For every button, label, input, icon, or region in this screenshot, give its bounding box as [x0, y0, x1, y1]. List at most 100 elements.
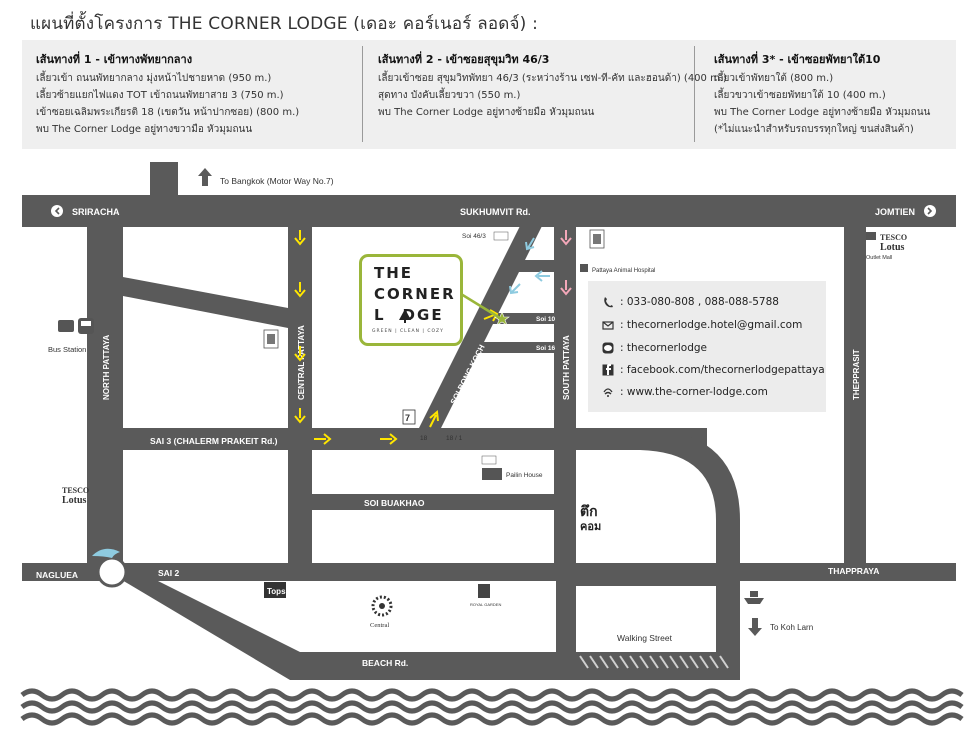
- jomtien-label: JOMTIEN: [875, 207, 915, 217]
- web-icon: [602, 386, 614, 398]
- contact-line[interactable]: : thecornerlodge: [620, 342, 707, 354]
- route-3-line: เลี้ยวเข้าพัทยาใต้ (800 m.): [714, 73, 834, 84]
- south-pattaya-road: [554, 225, 576, 567]
- walking-street-hatch: [576, 652, 740, 672]
- route-3-line: พบ The Corner Lodge อยู่ทางซ้ายมือ หัวมุ…: [714, 107, 931, 118]
- contact-web[interactable]: : www.the-corner-lodge.com: [620, 386, 768, 398]
- soi-46-3-label: Soi 46/3: [462, 233, 486, 240]
- thappraya-label: THAPPRAYA: [828, 566, 879, 576]
- facebook-icon: [602, 364, 614, 376]
- soi-bongkoch-road: [418, 226, 542, 430]
- thepprasit-label: THEPPRASIT: [852, 349, 861, 400]
- route-divider: [694, 46, 695, 142]
- walking-street-label: Walking Street: [617, 633, 673, 643]
- tukcom-line2: คอม: [580, 520, 601, 533]
- pailin-house-icon: [482, 468, 502, 480]
- boat-icon: [744, 591, 764, 604]
- route-1-line: เลี้ยวซ้ายแยกไฟแดง TOT เข้าถนนพัทยาสาย 3…: [36, 90, 284, 101]
- soi-buakhao-label: SOI BUAKHAO: [364, 498, 425, 508]
- sai3-curve-road: [576, 428, 740, 567]
- contact-web-row: : www.the-corner-lodge.com: [602, 383, 768, 401]
- sai2-road: [22, 563, 956, 581]
- sai3-label: SAI 3 (CHALERM PRAKEIT Rd.): [150, 436, 278, 446]
- contact-email[interactable]: : thecornerlodge.hotel@gmail.com: [620, 319, 803, 331]
- lotus-text: Lotus: [880, 242, 905, 253]
- phone-icon: [602, 296, 614, 308]
- tesco-lotus-logo: TESCO Lotus TESCO Lotus: [62, 232, 907, 506]
- north-pattaya-road: [87, 225, 123, 567]
- page-title: แผนที่ตั้งโครงการ THE CORNER LODGE (เดอะ…: [30, 14, 539, 34]
- north-pattaya-label: NORTH PATTAYA: [102, 335, 111, 400]
- soi-18-1-label: 18 / 1: [446, 435, 463, 442]
- walking-street-top: [576, 578, 740, 586]
- route-2-line: เลี้ยวเข้าซอย สุขุมวิทพัทยา 46/3 (ระหว่า…: [378, 73, 727, 84]
- route-3-line: (*ไม่แนะนำสำหรับรถบรรทุกใหญ่ ขนส่งสินค้า…: [714, 124, 914, 135]
- to-koh-larn-label: To Koh Larn: [770, 623, 813, 632]
- soi-10-road: [490, 313, 556, 324]
- tukcom-logo: ตึก คอม: [580, 503, 601, 533]
- down-arrow-icon: [748, 618, 762, 636]
- contact-facebook[interactable]: : facebook.com/thecornerlodgepattaya: [620, 364, 825, 376]
- lotus-text: Lotus: [62, 495, 87, 506]
- route-3-heading: เส้นทางที่ 3* - เข้าซอยพัทยาใต้10: [714, 53, 881, 66]
- sai2-label: SAI 2: [158, 568, 180, 578]
- sukhumvit-label: SUKHUMVIT Rd.: [460, 207, 531, 217]
- thepprasit-road: [844, 225, 866, 567]
- route-1: เส้นทางที่ 1 - เข้าทางพัทยากลาง เลี้ยวเข…: [36, 52, 299, 138]
- thappraya-lower-road: [716, 578, 740, 652]
- soi-16-label: Soi 16: [536, 345, 556, 352]
- tesco-text: TESCO: [62, 486, 89, 495]
- bus-station-label: Bus Station: [48, 345, 86, 354]
- jomtien-arrow-icon: [924, 205, 936, 217]
- soi-16-road: [470, 342, 556, 353]
- south-pattaya-label: SOUTH PATTAYA: [562, 335, 571, 400]
- nagluea-label: NAGLUEA: [36, 570, 78, 580]
- animal-hospital-label: Pattaya Animal Hospital: [592, 268, 655, 274]
- honda-icon: [481, 231, 509, 465]
- pailin-house-label: Pailin House: [506, 472, 543, 479]
- route-1-line: เข้าซอยเฉลิมพระเกียรติ 18 (เขตวัน หน้าปา…: [36, 107, 300, 118]
- route-2-heading: เส้นทางที่ 2 - เข้าซอยสุขุมวิท 46/3: [378, 53, 550, 66]
- svg-text:Central: Central: [370, 622, 389, 629]
- contact-panel: : 033-080-808 , 088-088-5788 : thecorner…: [588, 281, 826, 412]
- south-pattaya-lower-road: [556, 580, 576, 652]
- bus-station-icon: [58, 318, 94, 334]
- contact-phone[interactable]: : 033-080-808 , 088-088-5788: [620, 296, 779, 308]
- tesco-text: TESCO: [880, 233, 907, 242]
- soi-46-3-road: [510, 260, 556, 272]
- route-2-line: สุดทาง บังคับเลี้ยวขวา (550 m.): [378, 90, 521, 101]
- route-1-line: พบ The Corner Lodge อยู่ทางขวามือ หัวมุม…: [36, 124, 253, 135]
- line-app-icon: [602, 342, 614, 354]
- email-icon: [602, 319, 614, 331]
- route-arrows-blue: [509, 237, 550, 295]
- shop-sign-icon: [263, 229, 605, 349]
- svg-text:Tops: Tops: [267, 587, 286, 596]
- to-bangkok-label: To Bangkok (Motor Way No.7): [220, 176, 334, 186]
- central-pattaya-label: CENTRAL PATTAYA: [297, 325, 306, 400]
- soi-buakhao-road: [312, 494, 554, 510]
- sukhumvit-road: [22, 195, 956, 227]
- route-2-line: พบ The Corner Lodge อยู่ทางซ้ายมือ หัวมุ…: [378, 107, 595, 118]
- beach-road: [100, 567, 740, 680]
- route-divider: [362, 46, 363, 142]
- contact-line-row: : thecornerlodge: [602, 339, 707, 357]
- central-logo: Central: [370, 595, 393, 629]
- route-3-line: เลี้ยวขวาเข้าซอยพัทยาใต้ 10 (400 m.): [714, 90, 886, 101]
- contact-facebook-row: : facebook.com/thecornerlodgepattaya: [602, 361, 825, 379]
- motorway-road: [150, 162, 178, 198]
- sign-tagline: GREEN | CLEAN | COZY: [372, 329, 444, 334]
- tukcom-line1: ตึก: [580, 503, 598, 520]
- contact-phone-row: : 033-080-808 , 088-088-5788: [602, 293, 779, 311]
- soi-10-label: Soi 10: [536, 316, 556, 323]
- sign-line1: THE: [374, 264, 414, 282]
- up-arrow-icon: [198, 168, 212, 186]
- route-1-heading: เส้นทางที่ 1 - เข้าทางพัทยากลาง: [36, 53, 193, 66]
- sea-waves: [20, 688, 964, 726]
- svg-text:ROYAL GARDEN: ROYAL GARDEN: [470, 602, 501, 607]
- sriracha-arrow-icon: [51, 205, 63, 217]
- tree-icon: [399, 309, 411, 323]
- route-directions-panel: เส้นทางที่ 1 - เข้าทางพัทยากลาง เลี้ยวเข…: [22, 40, 956, 149]
- contact-email-row: : thecornerlodge.hotel@gmail.com: [602, 316, 802, 334]
- sign-pointer: [460, 292, 501, 320]
